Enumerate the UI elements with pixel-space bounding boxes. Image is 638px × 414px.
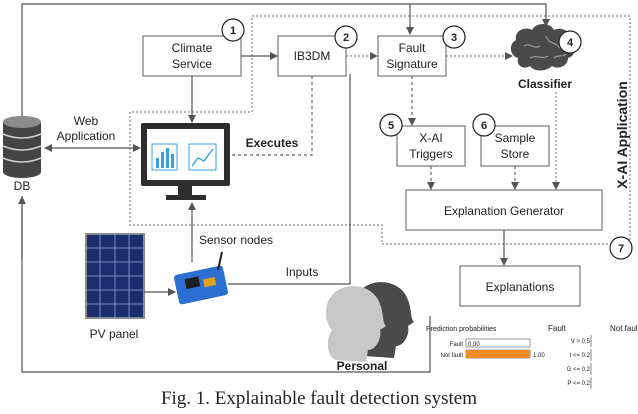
brain-icon (510, 24, 576, 71)
pv-panel-label: PV panel (90, 327, 139, 341)
web-application-label-2: Application (57, 129, 116, 143)
person-head-icon (325, 282, 414, 362)
ib3dm-node: IB3DM 2 (277, 25, 358, 77)
fault-signature-label-1: Fault (399, 41, 426, 55)
condition-label: G <= 0.2 (567, 367, 591, 373)
sample-store-label-1: Sample (495, 131, 536, 145)
web-application-label-1: Web (74, 114, 99, 128)
monitor-icon (141, 123, 230, 200)
database-icon (2, 116, 42, 178)
prediction-row-label: Not fault (441, 353, 464, 359)
bar-chart-icon (151, 143, 178, 171)
classifier-number: 4 (567, 37, 574, 49)
not-fault-header: Not fault (610, 324, 638, 333)
prediction-bar-frame (465, 338, 531, 348)
sample-store-label-2: Store (501, 147, 530, 161)
xai-triggers-label-2: Triggers (409, 147, 453, 161)
xai-application-label: X-AI Application (614, 81, 630, 189)
xai-triggers-number: 5 (388, 120, 394, 132)
xai-application-number: 7 (618, 243, 624, 255)
figure-caption: Fig. 1. Explainable fault detection syst… (161, 388, 477, 409)
dashboard-monitor (141, 123, 230, 200)
climate-service-node: Climate Service 1 (142, 18, 245, 77)
line-chart-icon (188, 143, 217, 171)
prediction-row-label: Fault (450, 342, 464, 348)
prediction-bar (466, 350, 530, 358)
fault-header: Fault (548, 324, 567, 333)
explanations-node: Explanations (459, 265, 581, 307)
ib3dm-number: 2 (343, 32, 349, 44)
sample-store-number: 6 (481, 120, 487, 132)
explanation-generator-label: Explanation Generator (444, 204, 564, 218)
climate-label-2: Service (172, 57, 212, 71)
inputs-label: Inputs (286, 265, 319, 279)
db-node: DB (2, 116, 42, 193)
condition-label: P <= 0.2 (567, 381, 590, 387)
classifier-node: Classifier 4 (510, 24, 582, 91)
explanations-label: Explanations (486, 280, 555, 294)
prediction-value: 0.00 (468, 342, 480, 348)
prediction-title: Prediction probabilities (426, 326, 497, 333)
top-line-db-classifier (21, 3, 550, 120)
personal-label: Personal (337, 359, 388, 373)
condition-label: V > 0.5 (571, 339, 591, 345)
sensor-board (173, 251, 229, 305)
explanation-generator-node: Explanation Generator (405, 189, 603, 231)
sample-store-node: Sample Store 6 (472, 113, 550, 167)
executes-label: Executes (246, 136, 299, 150)
pv-panel-node: PV panel (85, 233, 145, 341)
condition-label: I <= 0.2 (570, 353, 591, 359)
fault-signature-node: Fault Signature 3 (377, 25, 466, 77)
solar-panel-icon (85, 233, 145, 319)
ib3dm-label: IB3DM (294, 49, 331, 63)
xai-application-region (129, 15, 631, 245)
sensor-board-icon (173, 251, 229, 305)
fault-signature-label-2: Signature (386, 57, 438, 71)
sensor-nodes-label: Sensor nodes (199, 233, 273, 247)
xai-triggers-label-1: X-AI (419, 131, 442, 145)
db-label: DB (14, 179, 31, 193)
prediction-value: 1.00 (533, 353, 545, 359)
climate-label-1: Climate (172, 41, 213, 55)
classifier-label: Classifier (518, 77, 572, 91)
xai-triggers-node: X-AI Triggers 5 (379, 113, 466, 167)
personal-node: Personal (325, 282, 414, 373)
fault-signature-number: 3 (451, 32, 457, 44)
climate-number: 1 (230, 25, 236, 37)
